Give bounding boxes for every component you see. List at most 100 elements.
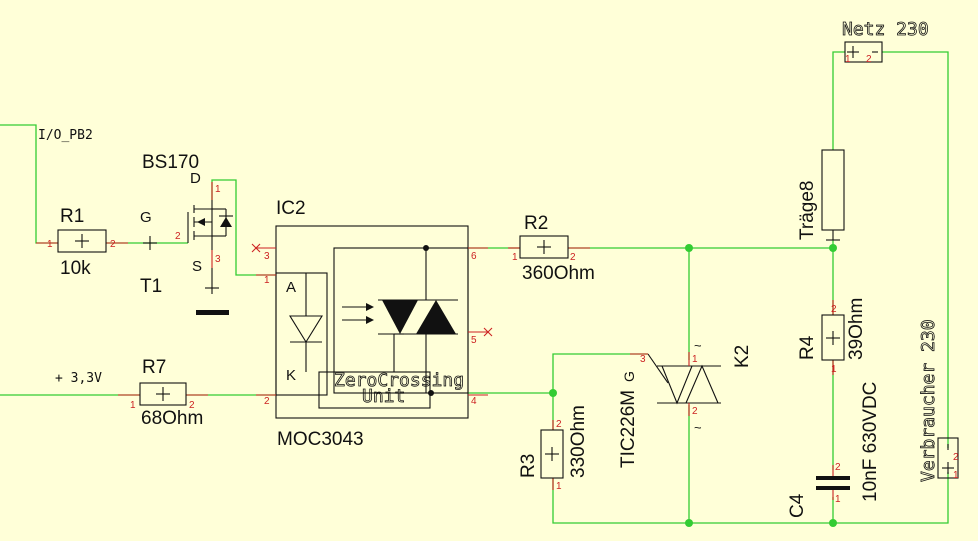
pin-number: 1 <box>215 184 221 195</box>
resistor-r7[interactable]: 1 2 R7 68Ohm <box>118 357 208 429</box>
pin-number: 3 <box>640 354 646 365</box>
capacitor-c4-value: 10nF 630VDC <box>860 382 881 502</box>
ic-anode-label: A <box>286 279 296 296</box>
resistor-r2-value: 360Ohm <box>522 263 595 284</box>
resistor-r3[interactable]: 2 1 R3 330Ohm <box>518 405 589 492</box>
led-diode <box>289 315 323 344</box>
resistor-r4-value: 39Ohm <box>846 298 867 360</box>
resistor-body <box>139 382 187 406</box>
pin-number: 2 <box>189 400 195 411</box>
capacitor-c4[interactable]: 2 1 C4 10nF 630VDC <box>787 382 881 518</box>
pin-number: 1 <box>264 275 270 286</box>
junction-dot <box>685 519 693 527</box>
wire-verbraucher-return[interactable] <box>833 472 949 524</box>
resistor-r1-name: R1 <box>60 206 84 227</box>
transistor-drain-label: D <box>190 170 201 187</box>
led-box <box>275 272 328 396</box>
ic-junction <box>428 390 434 396</box>
triac-k2-value: TIC226M <box>618 390 639 468</box>
ic2-value: MOC3043 <box>277 429 364 450</box>
light-ray-head <box>366 316 374 324</box>
pin-number: 1 <box>556 481 562 492</box>
resistor-body <box>540 429 564 479</box>
triac-k2[interactable]: 3 1 2 ~ ~ G TIC226M K2 <box>618 338 753 468</box>
body-arrow <box>197 218 205 226</box>
resistor-r3-name: R3 <box>518 454 539 478</box>
triac-k2-name: K2 <box>732 345 753 368</box>
junction-dot <box>685 244 693 252</box>
nc-mark <box>251 243 261 253</box>
zc-label: Unit <box>362 386 405 407</box>
resistor-body <box>519 235 569 259</box>
junctions <box>549 244 837 527</box>
connector-netz-label: Netz 230 <box>842 19 929 40</box>
pin-number: 1 <box>130 400 136 411</box>
triac-tilde-bottom: ~ <box>694 420 702 435</box>
zc-label: ZeroCrossing <box>334 370 464 391</box>
pin-number: 1 <box>835 494 841 505</box>
net-label-io: I/O_PB2 <box>38 128 93 143</box>
junction-dot <box>829 519 837 527</box>
triac-gate-label: G <box>621 371 637 382</box>
ic-junction <box>423 245 429 251</box>
resistor-r1[interactable]: 1 2 R1 10k <box>36 206 128 279</box>
resistor-r3-value: 330Ohm <box>568 405 589 478</box>
pin-number: 6 <box>471 251 477 262</box>
connector-verbraucher[interactable]: 2 1 Verbraucher 230 <box>918 319 959 482</box>
pin-number: 3 <box>215 254 221 265</box>
resistor-body <box>821 314 845 361</box>
wire-gate-k2[interactable] <box>552 353 648 393</box>
pin-number: 1 <box>692 354 698 365</box>
transistor-source-label: S <box>192 258 202 275</box>
wire-netz-verbraucher[interactable] <box>882 51 949 448</box>
pin-number: 2 <box>831 304 837 315</box>
triac-half <box>382 300 418 334</box>
pin-number: 3 <box>264 251 270 262</box>
resistor-r2[interactable]: 1 2 R2 360Ohm <box>508 213 595 284</box>
transistor-t1-value: BS170 <box>142 152 199 173</box>
resistor-r7-name: R7 <box>142 357 166 378</box>
connector-body <box>937 437 959 479</box>
pin-number: 2 <box>692 406 698 417</box>
ic2-name: IC2 <box>276 198 306 219</box>
pin-number: 2 <box>953 452 959 463</box>
transistor-t1[interactable]: 1 2 3 G D S BS170 T1 <box>140 152 233 315</box>
fuse-body <box>821 149 845 231</box>
capacitor-c4-name: C4 <box>787 493 808 518</box>
triac-half <box>685 364 719 404</box>
nc-mark <box>483 327 493 337</box>
triac-gate <box>647 353 669 384</box>
pin-number: 1 <box>845 54 851 65</box>
pin-number: 5 <box>471 335 477 346</box>
triac-box <box>333 247 469 394</box>
diode-symbol <box>220 217 232 227</box>
fuse-value: Träge8 <box>797 181 818 241</box>
pin-number: 2 <box>175 231 181 242</box>
fuse[interactable]: Träge8 <box>797 149 845 241</box>
resistor-r4-name: R4 <box>797 335 818 360</box>
triac-half <box>416 300 456 334</box>
pin-number: 2 <box>110 239 116 250</box>
connector-body <box>844 41 883 63</box>
pin-number: 1 <box>831 364 837 375</box>
capacitor-plate <box>816 486 850 490</box>
triac-tilde-top: ~ <box>694 338 702 353</box>
resistor-r4[interactable]: 2 1 R4 39Ohm <box>797 298 867 375</box>
transistor-gate-label: G <box>140 209 152 226</box>
resistor-body <box>57 229 107 253</box>
junction-dot <box>549 389 557 397</box>
pin-number: 4 <box>471 396 477 407</box>
triac-half <box>661 365 693 405</box>
resistor-r1-value: 10k <box>60 258 91 279</box>
connector-netz[interactable]: 1 2 Netz 230 <box>842 19 930 65</box>
ic-cathode-label: K <box>286 367 296 384</box>
pin-number: 2 <box>556 419 562 430</box>
wire-netz-fuse[interactable] <box>832 51 845 150</box>
resistor-r2-name: R2 <box>524 213 548 234</box>
optocoupler-ic2[interactable]: 3 1 2 6 5 4 A K ZeroCrossing Unit IC2 MO… <box>251 198 493 450</box>
zc-box <box>318 371 431 409</box>
pin-number: 2 <box>866 54 872 65</box>
resistor-r7-value: 68Ohm <box>141 408 203 429</box>
pin-number: 2 <box>835 462 841 473</box>
ground-bar <box>196 310 229 315</box>
